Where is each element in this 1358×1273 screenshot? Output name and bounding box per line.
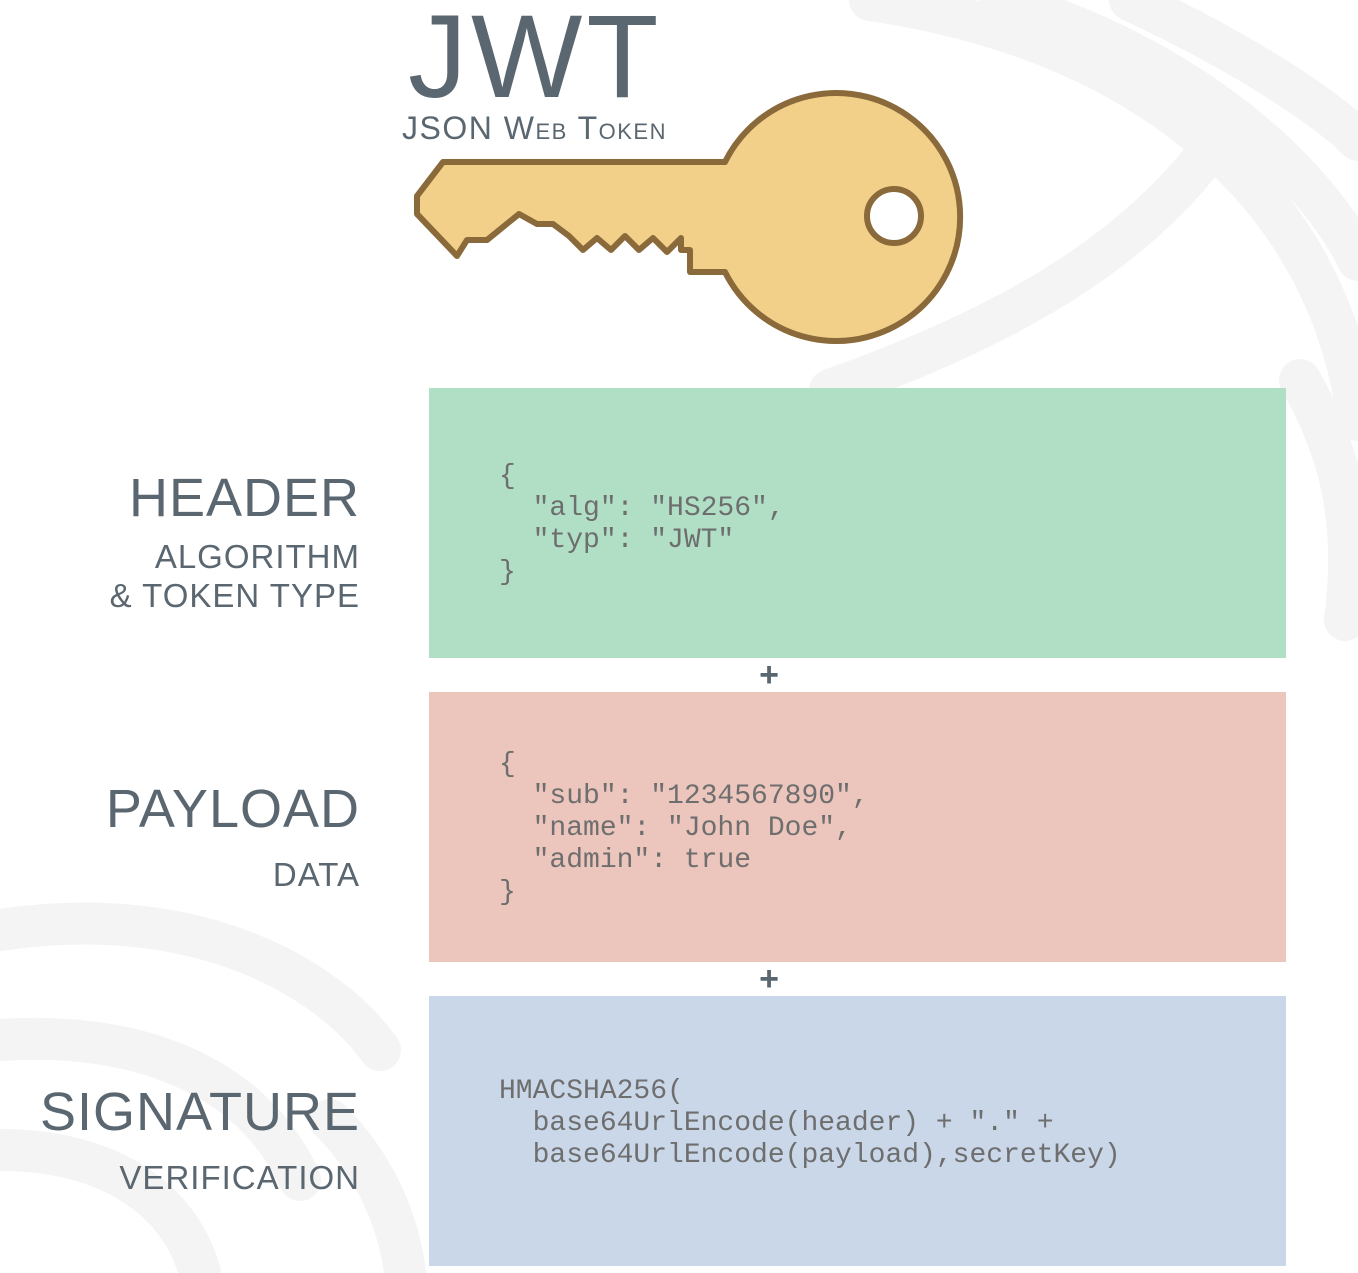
header-subtitle: ALGORITHM & TOKEN TYPE <box>109 538 360 614</box>
signature-code: HMACSHA256( base64UrlEncode(header) + ".… <box>499 1076 1121 1171</box>
payload-title: PAYLOAD <box>105 779 360 839</box>
plus-operator: + <box>759 960 779 998</box>
signature-title: SIGNATURE <box>39 1082 360 1142</box>
header-title: HEADER <box>128 468 360 528</box>
header-panel: { "alg": "HS256", "typ": "JWT" } <box>429 388 1286 658</box>
signature-subtitle: VERIFICATION <box>119 1159 360 1196</box>
page-subtitle: JSON Web Token <box>402 110 667 146</box>
signature-panel: HMACSHA256( base64UrlEncode(header) + ".… <box>429 996 1286 1266</box>
plus-operator: + <box>759 656 779 694</box>
payload-panel: { "sub": "1234567890", "name": "John Doe… <box>429 692 1286 962</box>
payload-subtitle: DATA <box>272 856 360 893</box>
header-code: { "alg": "HS256", "typ": "JWT" } <box>499 461 785 588</box>
payload-code: { "sub": "1234567890", "name": "John Doe… <box>499 749 869 908</box>
key-icon <box>414 90 964 344</box>
page-title: JWT <box>408 0 663 123</box>
